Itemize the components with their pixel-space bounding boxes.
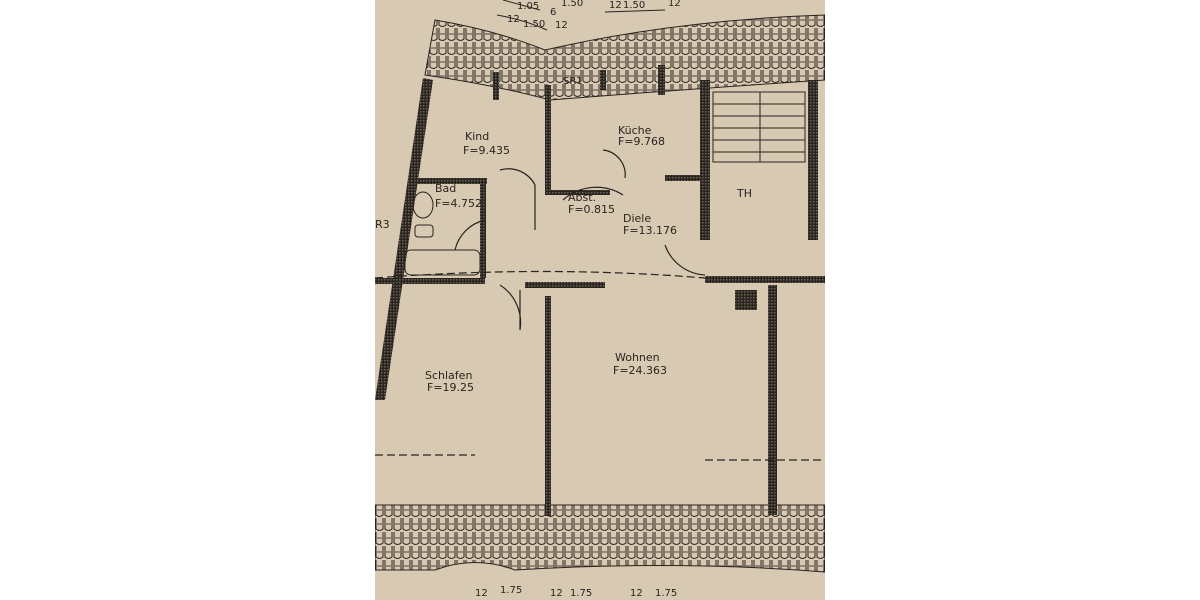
svg-text:Kind: Kind bbox=[465, 130, 489, 143]
floor-plan-drawing: 12 1.50 1.05 6 12 1.50 12 1.50 12 bbox=[375, 0, 825, 599]
svg-text:F=24.363: F=24.363 bbox=[613, 364, 667, 377]
svg-text:F=13.176: F=13.176 bbox=[623, 224, 677, 237]
bath-fixtures bbox=[404, 191, 481, 276]
dim-label: 6 bbox=[550, 7, 556, 18]
top-dimensions bbox=[496, 0, 666, 31]
room-label-abst: Abst.F=0.815 bbox=[568, 191, 615, 216]
dim-label: 12 bbox=[507, 14, 520, 25]
dim-label: 1.75 bbox=[500, 585, 522, 596]
mark-sr1: SR1 bbox=[563, 76, 583, 87]
dim-label: 1.50 bbox=[561, 0, 583, 9]
dim-label: 1.75 bbox=[570, 588, 592, 599]
dim-label: 1.75 bbox=[655, 588, 677, 599]
dim-label: 12 bbox=[630, 588, 643, 599]
svg-text:Schlafen: Schlafen bbox=[425, 369, 472, 382]
dim-label: 1.05 bbox=[517, 1, 539, 12]
svg-text:F=19.25: F=19.25 bbox=[427, 381, 474, 394]
dim-label: 1.50 bbox=[623, 0, 645, 11]
roof-tiles-top bbox=[424, 14, 825, 101]
roof-tiles-bottom bbox=[375, 504, 825, 573]
staircase bbox=[712, 91, 806, 163]
svg-text:Bad: Bad bbox=[435, 182, 456, 195]
walls bbox=[375, 65, 825, 516]
svg-text:F=4.752: F=4.752 bbox=[435, 197, 482, 210]
dim-label: 12 bbox=[550, 588, 563, 599]
room-label-th: TH bbox=[736, 187, 752, 200]
mark-r3: R3 bbox=[375, 218, 390, 231]
svg-text:F=0.815: F=0.815 bbox=[568, 203, 615, 216]
svg-text:Abst.: Abst. bbox=[568, 191, 596, 204]
dim-label: 1.50 bbox=[523, 19, 545, 30]
dim-label: 12 bbox=[475, 588, 488, 599]
dim-label: 12 bbox=[668, 0, 681, 9]
dim-label: 12 bbox=[555, 20, 568, 31]
floor-plan-photo: 12 1.50 1.05 6 12 1.50 12 1.50 12 bbox=[375, 0, 825, 600]
svg-text:F=9.768: F=9.768 bbox=[618, 135, 665, 148]
svg-text:Küche: Küche bbox=[618, 124, 652, 137]
svg-text:Wohnen: Wohnen bbox=[615, 351, 660, 364]
svg-text:Diele: Diele bbox=[623, 212, 651, 225]
svg-text:F=9.435: F=9.435 bbox=[463, 144, 510, 157]
dim-label: 12 bbox=[609, 0, 622, 11]
door-swings bbox=[375, 149, 825, 461]
